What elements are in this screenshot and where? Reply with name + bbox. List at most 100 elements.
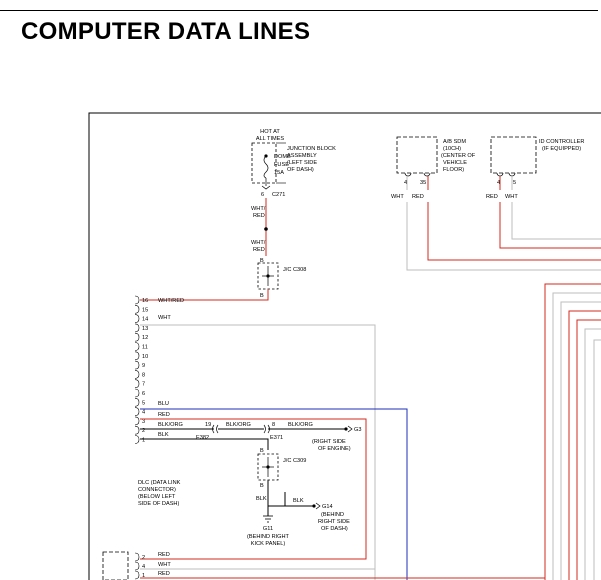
idc-pins: [496, 172, 516, 177]
dlc-wire-blk-label: BLK: [158, 432, 169, 438]
jb-label-2: ASSEMBLY: [287, 153, 317, 159]
connector-c271: [261, 185, 271, 190]
dlc-label-3: (BELOW LEFT: [138, 494, 176, 500]
g3-label: G3: [354, 427, 361, 433]
g3-ground-icon: [347, 425, 353, 433]
idc-pin-4: 4: [497, 180, 500, 186]
g14-location-1: (BEHIND: [321, 512, 344, 518]
dlc-pin-2: 2: [142, 428, 145, 434]
g14-terminal: [312, 504, 316, 508]
jc308-pin-b-bottom: B: [260, 293, 264, 299]
g14-label: G14: [322, 504, 333, 510]
wire-sdm-red: [427, 202, 601, 261]
sdm-label-3: (CENTER OF: [441, 153, 476, 159]
idc-wire-red: RED: [486, 194, 498, 200]
bottom-pin-2: 2: [142, 555, 145, 561]
g11-ground-icon: [263, 515, 273, 523]
jb-label-4: OF DASH): [287, 167, 314, 173]
g11-location-2: KICK PANEL): [251, 541, 286, 547]
wire-blk-label-2: BLK: [293, 498, 304, 504]
wire-blk-ground: [267, 480, 286, 507]
wire-wht-red-to-dlc16: [140, 289, 269, 301]
bottom-connector-box: [102, 551, 129, 580]
pin-6-label: 6: [261, 192, 264, 198]
sdm-label-1: A/B SDM: [443, 139, 466, 145]
dlc-pin-bracket: [134, 407, 140, 416]
bottom-wire-red-1: RED: [158, 552, 170, 558]
wire-dlc14-wht: [140, 324, 376, 580]
dlc-wire-blu-label: BLU: [158, 401, 169, 407]
dlc-pin-bracket: [134, 435, 140, 444]
wire-label-wht-red-2a: WHT/: [251, 240, 266, 246]
sdm-wire-red: RED: [412, 194, 424, 200]
c271-label: C271: [272, 192, 285, 198]
wire-19-label: BLK/ORG: [226, 422, 251, 428]
sdm-pin-35: 35: [420, 180, 426, 186]
dlc-pin-3: 3: [142, 419, 145, 425]
splice-point: [264, 227, 268, 231]
sdm-pin-4: 4: [404, 180, 407, 186]
dlc-pin-1: 1: [142, 438, 145, 444]
connector-e382: [212, 424, 219, 434]
g14-ground-icon: [315, 502, 321, 510]
right-bus-lines: [544, 283, 601, 580]
dlc-wire-red-label: RED: [158, 412, 170, 418]
g14-location-2: RIGHT SIDE: [318, 519, 350, 525]
dlc-pin-brackets: [134, 295, 140, 444]
wire-label-wht-red-1a: WHT/: [251, 206, 266, 212]
dlc-pin-bracket: [134, 323, 140, 333]
dlc-pin-13: 13: [142, 326, 148, 332]
dlc-pin-bracket: [134, 305, 140, 314]
wire-dlc6-red: [140, 418, 367, 560]
dlc-label-1: DLC (DATA LINK: [138, 480, 181, 486]
top-rule: [0, 0, 598, 11]
dlc-pin-8: 8: [142, 372, 145, 378]
dlc-label-2: CONNECTOR): [138, 487, 176, 493]
wire-label-wht-red-1b: RED: [253, 213, 265, 219]
bottom-wire-wht: WHT: [158, 562, 171, 568]
junction-block-box: [251, 142, 277, 184]
dlc-wire-wht-label: WHT: [158, 315, 171, 321]
dlc-pin-16: 16: [142, 298, 148, 304]
dlc-pin-6: 6: [142, 391, 145, 397]
wire-sdm-wht: [406, 202, 601, 271]
dlc-pin-bracket: [134, 332, 140, 342]
sdm-pins: [404, 172, 431, 177]
wire-8-label: BLK/ORG: [288, 422, 313, 428]
g11-location-1: (BEHIND RIGHT: [247, 534, 290, 540]
dlc-pin-bracket: [134, 370, 140, 379]
e371-label: E371: [270, 435, 283, 441]
dlc-pin-11: 11: [142, 345, 148, 351]
g3-location-2: OF ENGINE): [318, 446, 351, 452]
bottom-pin-brackets: [134, 552, 140, 580]
sdm-label-4: VEHICLE: [443, 160, 467, 166]
wire-dlc4-blk: [140, 438, 269, 450]
diagram-frame: [88, 112, 601, 580]
sdm-label-2: (10CH): [443, 146, 461, 152]
wire-idc-wht: [511, 202, 601, 240]
dlc-pin-bracket: [134, 425, 140, 435]
jc-c309-label: J/C C309: [283, 458, 306, 464]
g14-location-3: OF DASH): [321, 526, 348, 532]
dlc-pin-bracket: [134, 360, 140, 370]
e382-label: E382: [196, 435, 209, 441]
dlc-label-4: SIDE OF DASH): [138, 501, 179, 507]
dlc-pin-14: 14: [142, 317, 148, 323]
pin-19-label: 19: [205, 422, 211, 428]
all-times-label: ALL TIMES: [256, 136, 285, 142]
g11-label: G11: [263, 526, 273, 532]
jb-label-3: (LEFT SIDE: [287, 160, 317, 166]
bottom-wire-red-2: RED: [158, 571, 170, 577]
g3-terminal: [344, 427, 348, 431]
dlc-pin-4: 4: [142, 410, 145, 416]
dlc-pin-bracket: [134, 351, 140, 361]
jc309-pin-b-bottom: B: [260, 483, 264, 489]
idc-wire-wht: WHT: [505, 194, 518, 200]
dlc-pin-bracket: [134, 416, 140, 426]
sdm-label-5: FLOOR): [443, 167, 464, 173]
idc-label-2: (IF EQUIPPED): [542, 146, 581, 152]
hot-at-label: HOT AT: [260, 129, 280, 135]
id-controller-box: [490, 136, 537, 174]
